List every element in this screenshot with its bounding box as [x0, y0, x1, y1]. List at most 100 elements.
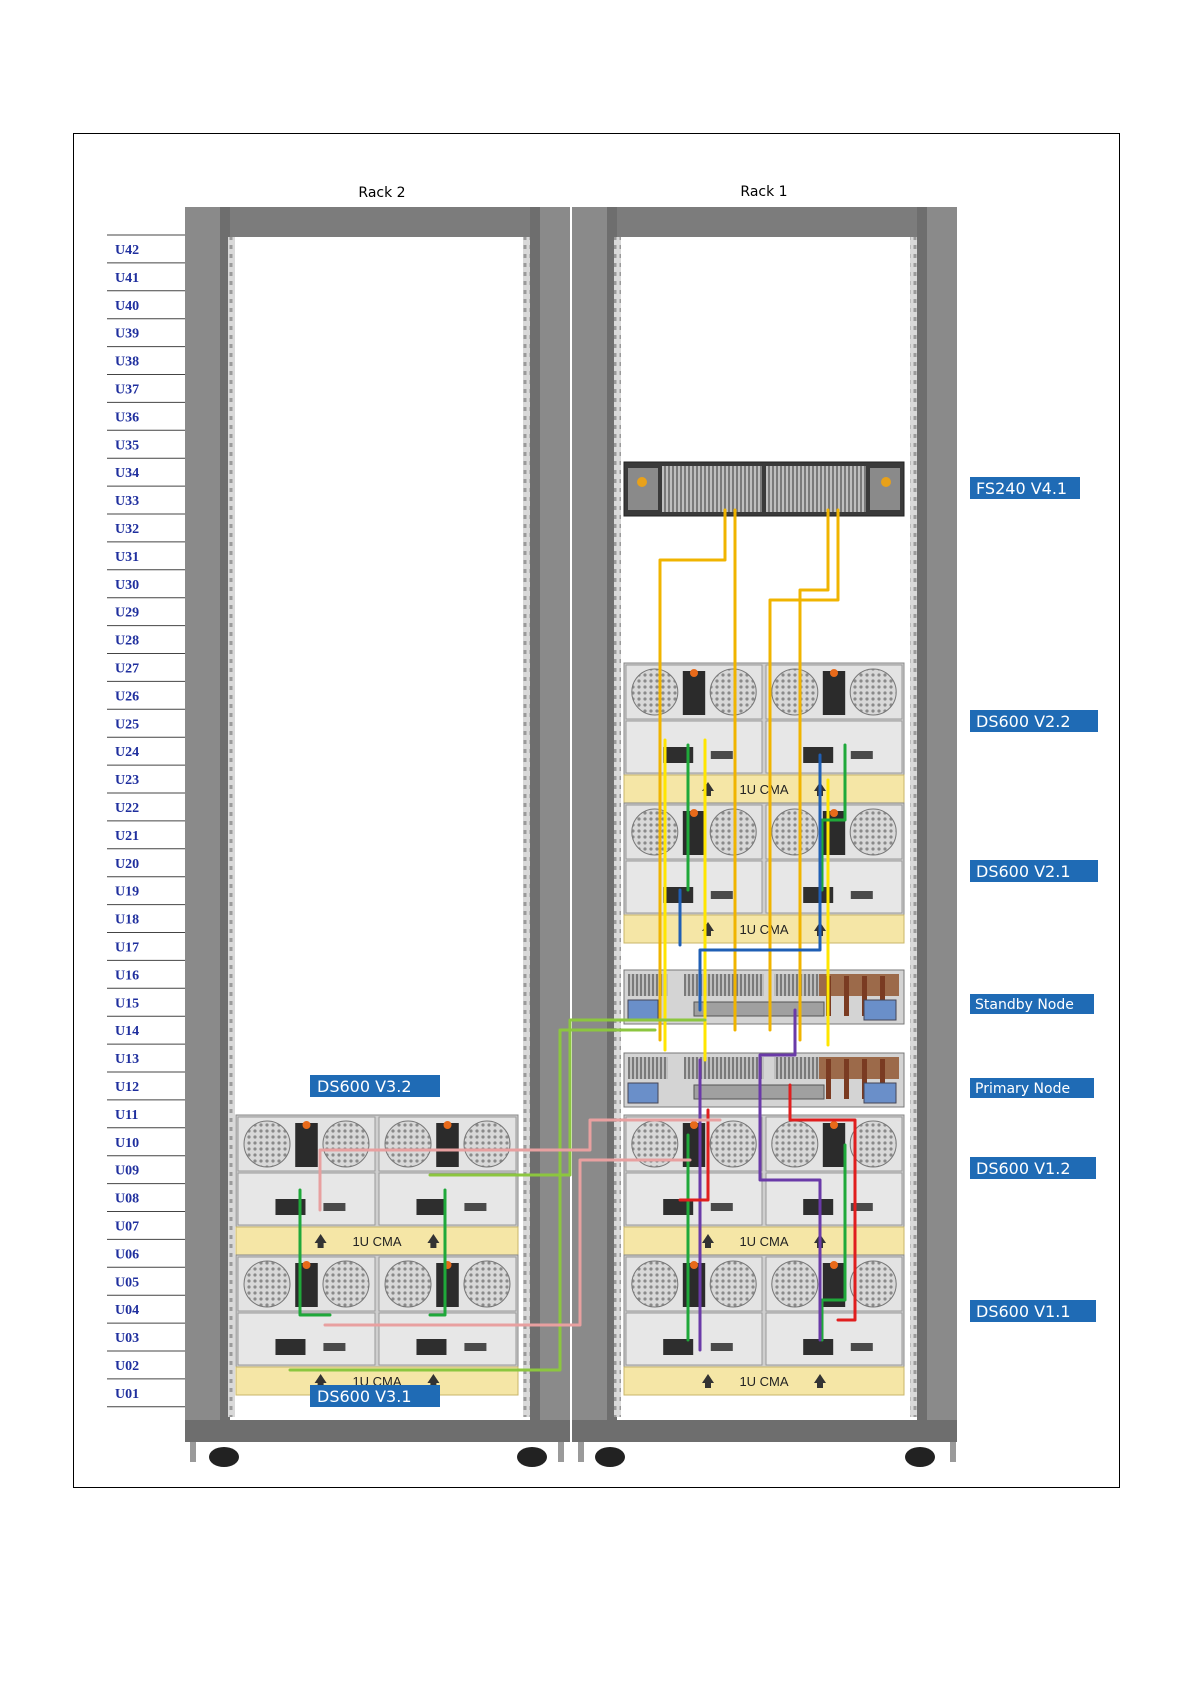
arrow-up-icon	[314, 1374, 327, 1388]
u-label: U20	[115, 857, 139, 872]
u-label: U01	[115, 1387, 139, 1402]
u-label: U16	[115, 968, 139, 983]
fan-icon	[849, 1260, 897, 1308]
cable-lime-1	[288, 1028, 657, 1372]
fan-icon	[631, 668, 679, 716]
fan-icon	[631, 1260, 679, 1308]
cable-green-v31	[428, 1188, 447, 1317]
u-label: U14	[115, 1024, 139, 1039]
fan-icon	[709, 1120, 757, 1168]
svg-text:DS600 V3.1: DS600 V3.1	[317, 1387, 412, 1406]
u-label: U08	[115, 1192, 139, 1207]
primary-node-chassis	[623, 1052, 905, 1108]
ds600-v21-chassis	[623, 802, 905, 916]
u-label: U03	[115, 1331, 139, 1346]
fan-icon	[849, 668, 897, 716]
cma-label: 1U CMA	[352, 1234, 401, 1249]
fan-icon	[243, 1120, 291, 1168]
fan-icon	[771, 808, 819, 856]
tag-ds600-v21: DS600 V2.1	[970, 860, 1098, 882]
u-label: U37	[115, 383, 139, 398]
arrow-up-icon	[702, 1234, 714, 1248]
cable-green-v32	[298, 1188, 332, 1317]
u-label: U02	[115, 1359, 139, 1374]
u-label: U25	[115, 717, 139, 732]
fan-icon	[384, 1260, 432, 1308]
fan-icon	[771, 1260, 819, 1308]
svg-text:DS600 V3.2: DS600 V3.2	[317, 1077, 412, 1096]
svg-text:Primary Node: Primary Node	[975, 1081, 1070, 1097]
cma-label: 1U CMA	[739, 922, 788, 937]
svg-text:DS600 V2.1: DS600 V2.1	[976, 862, 1071, 881]
fan-icon	[849, 808, 897, 856]
fan-icon	[322, 1120, 370, 1168]
fan-icon	[771, 1120, 819, 1168]
cma-label: 1U CMA	[739, 782, 788, 797]
u-label: U19	[115, 885, 139, 900]
cma-v21: 1U CMA	[623, 914, 905, 944]
tag-ds600-v32: DS600 V3.2	[310, 1075, 440, 1097]
ds600-v22-chassis	[623, 662, 905, 776]
u-label: U38	[115, 355, 139, 370]
u-label: U34	[115, 466, 139, 481]
tag-standby-node: Standby Node	[970, 994, 1094, 1014]
tag-fs240-v41: FS240 V4.1	[970, 477, 1080, 499]
fan-icon	[322, 1260, 370, 1308]
u-label: U36	[115, 410, 139, 425]
u-label: U15	[115, 996, 139, 1011]
rack-1-title: Rack 1	[740, 184, 787, 200]
cable-green-v21	[820, 743, 847, 892]
tag-ds600-v11: DS600 V1.1	[970, 1300, 1096, 1322]
u-label: U28	[115, 634, 139, 649]
u-label: U10	[115, 1136, 139, 1151]
u-label: U23	[115, 773, 139, 788]
fan-icon	[384, 1120, 432, 1168]
fan-icon	[771, 668, 819, 716]
fan-icon	[709, 668, 757, 716]
arrow-up-icon	[427, 1374, 440, 1388]
cable-red-1	[788, 1083, 857, 1322]
u-label: U13	[115, 1052, 139, 1067]
ds600-v12-chassis	[623, 1114, 905, 1228]
u-label: U26	[115, 689, 139, 704]
u-label: U42	[115, 243, 139, 258]
fan-icon	[631, 808, 679, 856]
fan-icon	[849, 1120, 897, 1168]
rack-2-title: Rack 2	[358, 185, 405, 201]
u-label: U09	[115, 1164, 139, 1179]
cma-v32: 1U CMA	[235, 1226, 519, 1256]
u-label: U41	[115, 271, 139, 286]
cable-green-v11	[820, 1143, 847, 1342]
svg-text:FS240 V4.1: FS240 V4.1	[976, 479, 1067, 498]
cable-purple-1	[758, 1008, 822, 1342]
svg-text:DS600 V1.2: DS600 V1.2	[976, 1159, 1071, 1178]
u-label: U39	[115, 327, 139, 342]
u-label: U11	[115, 1108, 138, 1123]
u-label: U22	[115, 801, 139, 816]
cable-red-2	[678, 1108, 710, 1202]
cable-pink-2	[323, 1158, 692, 1327]
fs240-chassis	[623, 461, 905, 517]
cable-fs240-a	[658, 508, 727, 1042]
arrow-up-icon	[814, 1374, 826, 1388]
u-label: U33	[115, 494, 139, 509]
u-label: U21	[115, 829, 139, 844]
u-label: U07	[115, 1220, 139, 1235]
fan-icon	[463, 1120, 511, 1168]
u-label: U40	[115, 299, 139, 314]
u-label: U06	[115, 1247, 139, 1262]
u-label: U31	[115, 550, 139, 565]
u-label: U27	[115, 662, 139, 677]
fan-icon	[709, 808, 757, 856]
ds600-v31-chassis	[235, 1254, 519, 1368]
tag-ds600-v31: DS600 V3.1	[310, 1385, 440, 1407]
cabling	[288, 508, 857, 1372]
tag-ds600-v12: DS600 V1.2	[970, 1157, 1096, 1179]
ds600-v32-chassis	[235, 1114, 519, 1228]
fan-icon	[243, 1260, 291, 1308]
cma-v11: 1U CMA	[623, 1366, 905, 1396]
u-label: U05	[115, 1275, 139, 1290]
u-label: U18	[115, 913, 139, 928]
u-label: U12	[115, 1080, 139, 1095]
